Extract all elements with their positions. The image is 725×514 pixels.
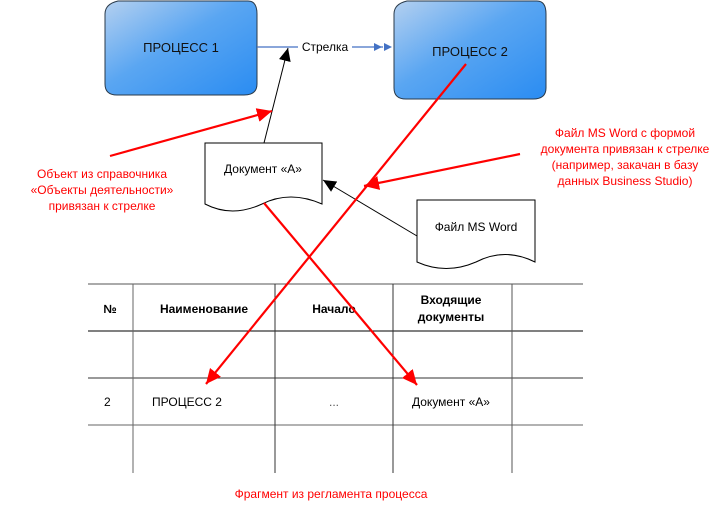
table-header: № Наименование Начало Входящие документы — [103, 293, 484, 324]
annotation-right: Файл MS Word с формой документа привязан… — [541, 126, 710, 188]
annotation-arrows — [109, 63, 521, 386]
svg-text:привязан к стрелке: привязан к стрелке — [49, 199, 156, 213]
column-header-start: Начало — [312, 302, 355, 316]
file-link-arrow — [322, 179, 418, 237]
column-header-name: Наименование — [160, 302, 248, 316]
table-row: 2 ПРОЦЕСС 2 ... Документ «А» — [104, 395, 490, 409]
document-label: Файл MS Word — [435, 220, 518, 234]
flow-arrow[interactable]: Стрелка — [257, 40, 392, 54]
mapping-arrow-document — [263, 202, 418, 386]
process-label: ПРОЦЕСС 1 — [143, 40, 219, 55]
process-box-2[interactable]: ПРОЦЕСС 2 — [393, 0, 547, 100]
document-label: Документ «А» — [224, 162, 302, 176]
mapping-arrow-process — [205, 63, 467, 385]
annotation-arrow-left — [109, 108, 273, 158]
process-box-1[interactable]: ПРОЦЕСС 1 — [104, 0, 258, 96]
svg-text:данных Business Studio): данных Business Studio) — [558, 174, 693, 188]
arrowhead-icon — [384, 43, 392, 51]
caption: Фрагмент из регламента процесса — [235, 487, 428, 501]
document-a[interactable]: Документ «А» — [204, 142, 323, 212]
annotation-left: Объект из справочника «Объекты деятельно… — [31, 167, 174, 213]
svg-text:Объект из справочника: Объект из справочника — [37, 167, 167, 181]
svg-text:«Объекты деятельности»: «Объекты деятельности» — [31, 183, 174, 197]
process-label: ПРОЦЕСС 2 — [432, 44, 508, 59]
svg-text:документа привязан к стрелке: документа привязан к стрелке — [541, 142, 710, 156]
annotation-arrow-right — [363, 152, 521, 190]
svg-text:(например, закачан в базу: (например, закачан в базу — [552, 158, 699, 172]
column-header-incoming-docs: Входящие — [421, 293, 482, 307]
arrowhead-icon — [374, 43, 382, 51]
process-table — [88, 283, 583, 473]
svg-text:Файл MS Word с формой: Файл MS Word с формой — [555, 126, 695, 140]
flow-label: Стрелка — [302, 40, 349, 54]
document-link-arrow — [263, 47, 291, 144]
column-header-number: № — [103, 302, 116, 316]
cell-start: ... — [329, 395, 339, 409]
column-header-incoming-docs: документы — [418, 310, 484, 324]
cell-name: ПРОЦЕСС 2 — [152, 395, 222, 409]
ms-word-file[interactable]: Файл MS Word — [416, 199, 536, 269]
cell-number: 2 — [104, 395, 111, 409]
cell-incoming-docs: Документ «А» — [412, 395, 490, 409]
